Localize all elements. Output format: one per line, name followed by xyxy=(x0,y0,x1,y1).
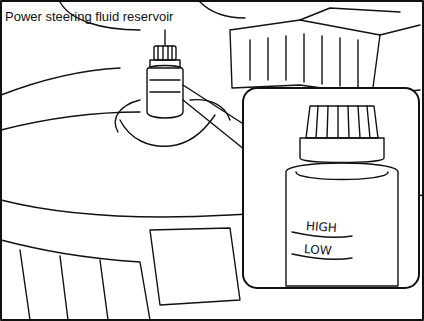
hose xyxy=(120,115,215,146)
bay-part xyxy=(150,228,240,305)
body xyxy=(286,163,398,286)
level-mark: LOW xyxy=(304,243,332,257)
engine-block xyxy=(230,20,380,95)
reservoir-body xyxy=(147,66,183,119)
zoom-pointer xyxy=(183,85,245,150)
shoulder xyxy=(296,172,388,180)
bay-line xyxy=(1,68,120,95)
leader-line xyxy=(164,30,165,45)
part-name: Power steering fluid reservoir xyxy=(5,10,173,23)
headlight xyxy=(1,240,150,320)
inset-frame xyxy=(243,88,419,288)
cap-top xyxy=(306,106,378,138)
engine-line xyxy=(300,8,420,95)
inset-reservoir xyxy=(286,106,398,286)
engine-fins xyxy=(250,34,358,88)
reservoir-cap xyxy=(154,46,176,60)
cap-base xyxy=(300,138,384,163)
bay-line xyxy=(1,112,140,130)
bay-line xyxy=(200,2,245,18)
headlight-lines xyxy=(20,250,108,320)
hose xyxy=(115,100,140,132)
cap-knurl xyxy=(158,46,172,60)
level-mark: HIGH xyxy=(306,220,338,234)
reservoir-marks xyxy=(150,80,180,92)
cap-knurl xyxy=(316,106,370,138)
